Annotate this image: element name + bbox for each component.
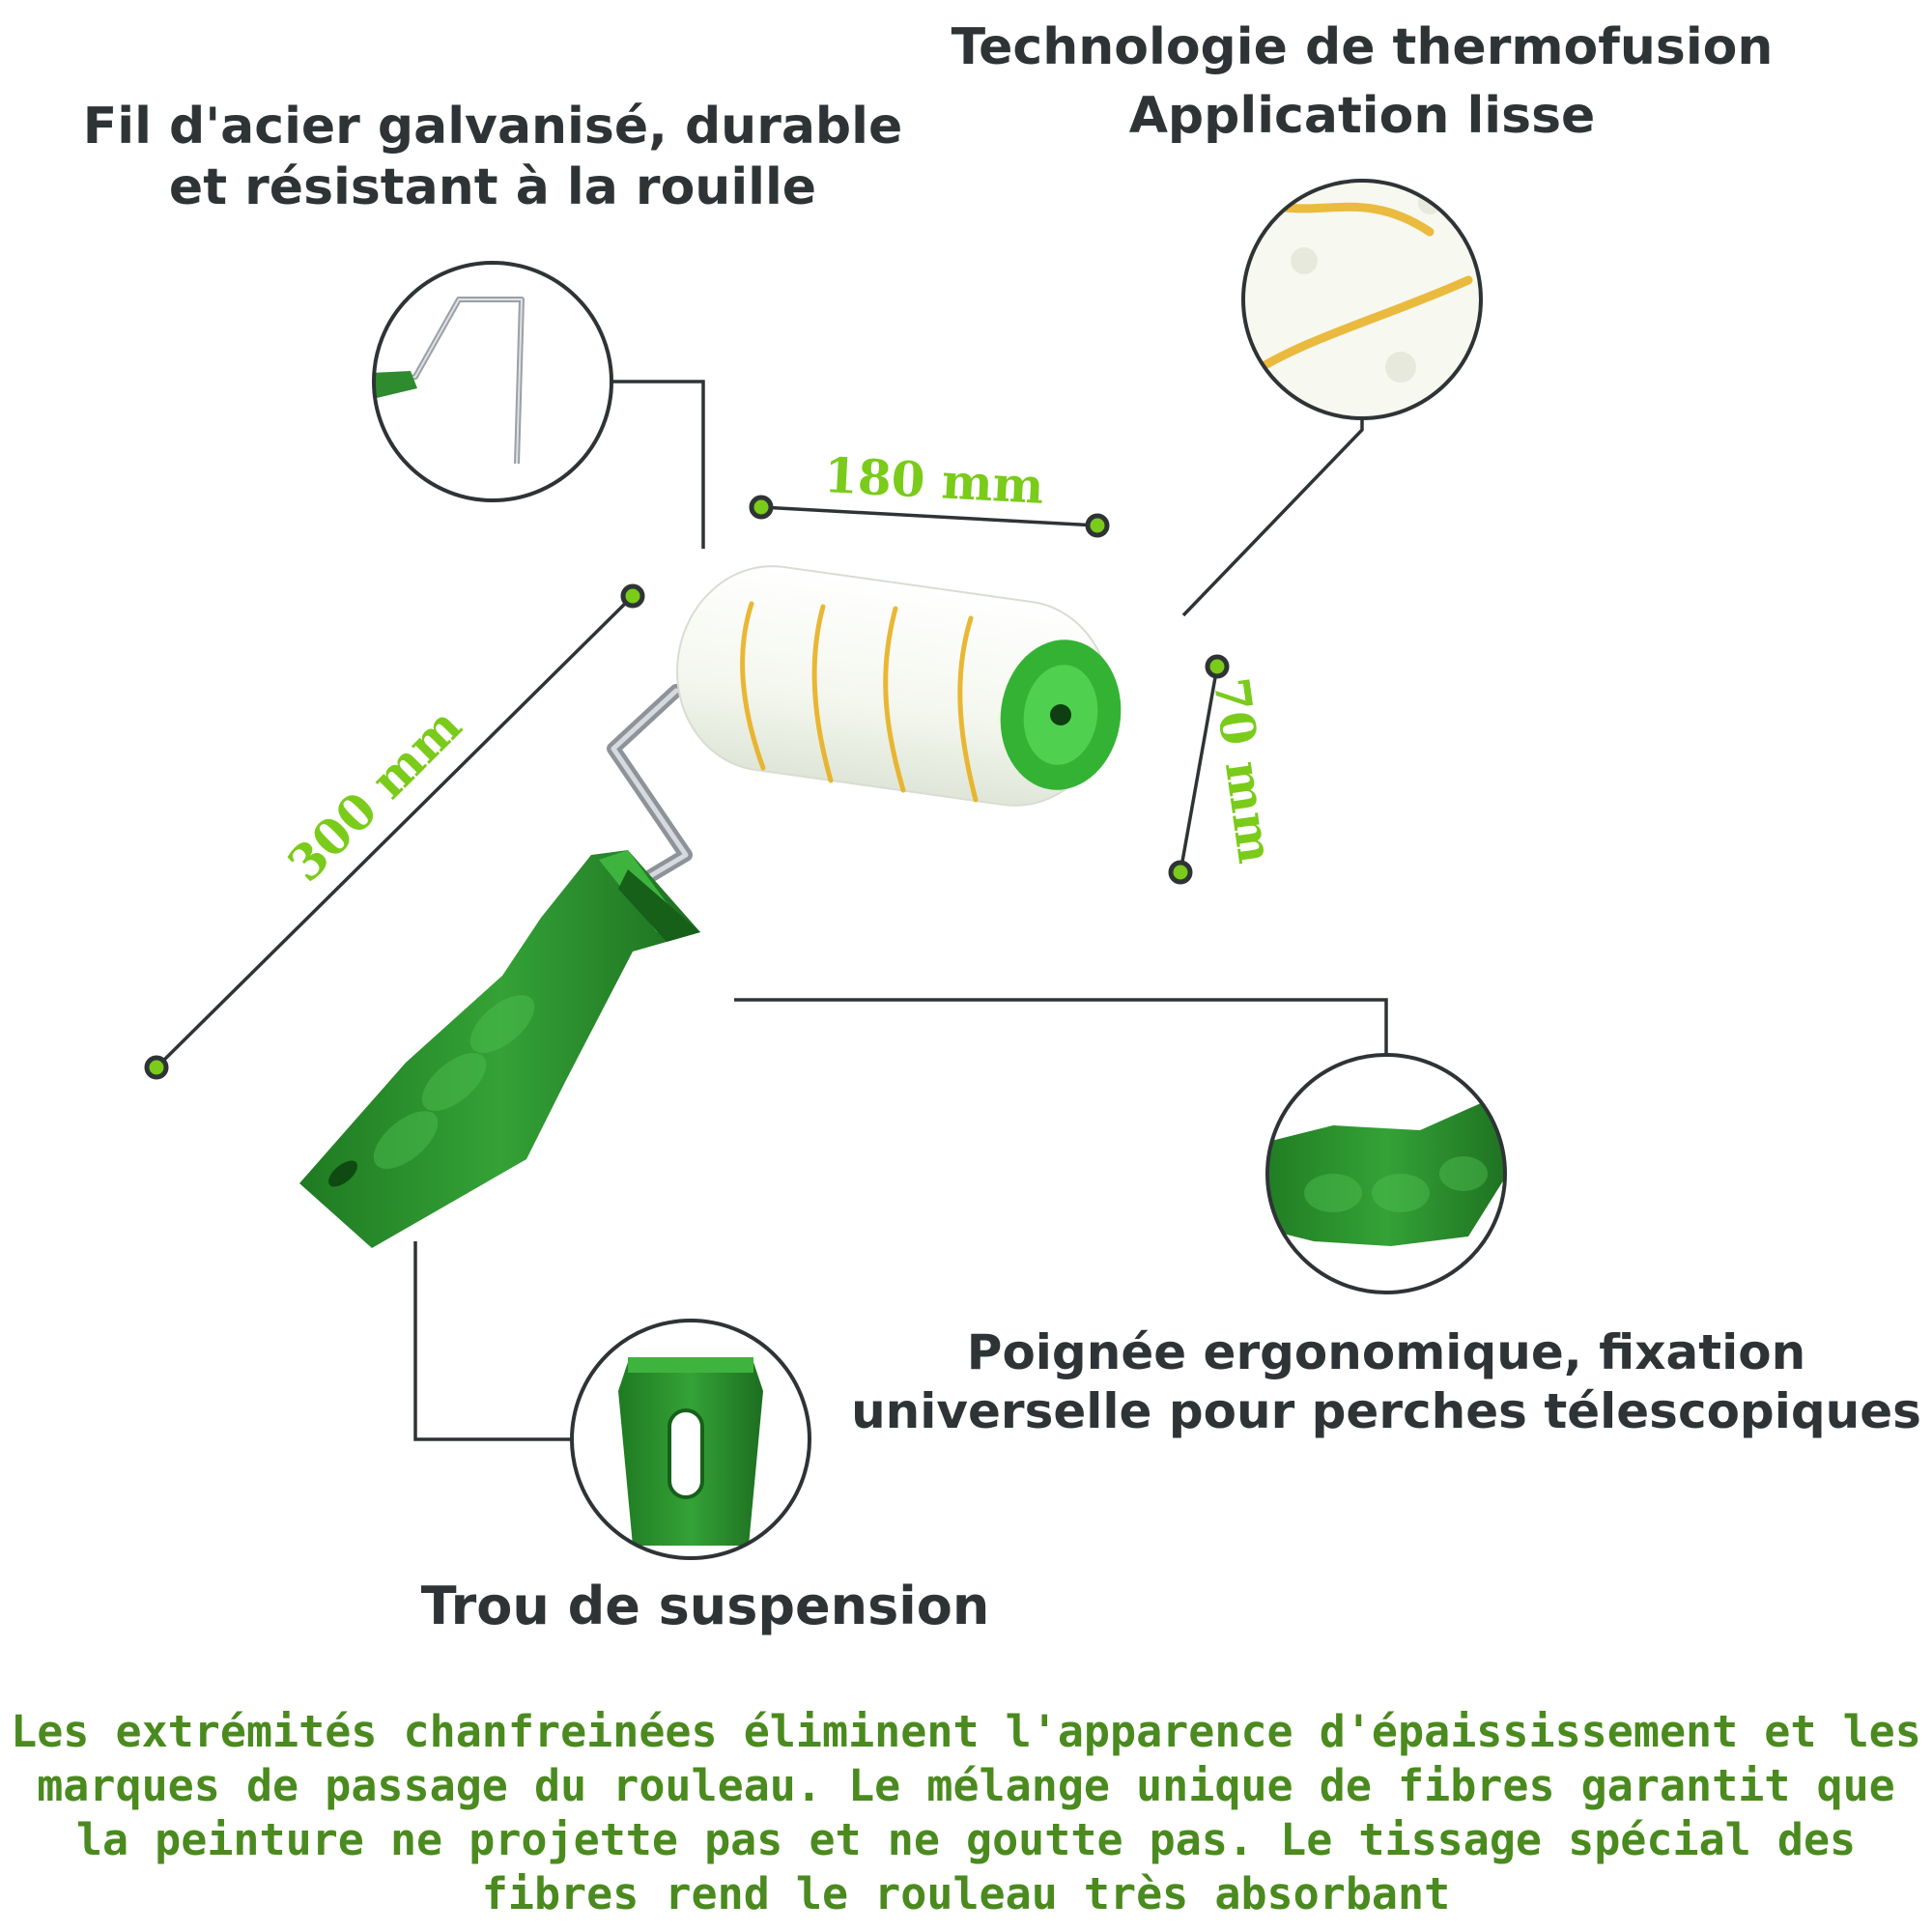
- dimension-dot: [1085, 513, 1110, 538]
- label-galvanized-line2: et résistant à la rouille: [168, 158, 817, 217]
- label-handle-line1: Poignée ergonomique, fixation: [966, 1324, 1806, 1380]
- label-thermofusion-line2: Application lisse: [1128, 87, 1596, 146]
- label-thermofusion: Technologie de thermofusion Application …: [908, 17, 1816, 148]
- detail-fiber-circle: [1241, 179, 1483, 420]
- dimension-line-width: [760, 505, 1098, 527]
- connector-lines: [413, 380, 1388, 1441]
- connector-hole: [413, 1241, 572, 1441]
- label-handle-line2: universelle pour perches télescopiques: [851, 1383, 1921, 1439]
- dimension-line-length: [155, 594, 635, 1069]
- product-description: Les extrémités chanfreinées éliminent l'…: [11, 1706, 1921, 1919]
- detail-hole-circle: [570, 1319, 811, 1560]
- dimension-line-diameter: [1179, 666, 1219, 873]
- label-ergonomic-handle: Poignée ergonomique, fixation universell…: [850, 1323, 1922, 1441]
- paint-roller-illustration: [299, 565, 1122, 1248]
- detail-grip-circle: [1265, 1053, 1507, 1294]
- connector-fiber: [1181, 418, 1364, 617]
- label-galvanized-wire: Fil d'acier galvanisé, durable et résist…: [39, 97, 947, 219]
- label-thermofusion-line1: Technologie de thermofusion: [951, 18, 1774, 76]
- label-galvanized-line1: Fil d'acier galvanisé, durable: [82, 98, 903, 156]
- detail-wire-circle: [372, 261, 613, 502]
- dimension-dot: [1168, 860, 1193, 885]
- connector-wire: [611, 380, 705, 549]
- dimension-dots: [144, 495, 1230, 1080]
- dimension-dot: [749, 495, 774, 520]
- label-hanging-hole-text: Trou de suspension: [420, 1576, 990, 1636]
- dimension-lines: [155, 505, 1219, 1069]
- dimension-diameter-label: 70 mm: [1203, 674, 1285, 867]
- dimension-width-label: 180 mm: [823, 446, 1045, 515]
- dimension-length-label: 300 mm: [276, 696, 472, 893]
- connector-grip: [734, 998, 1388, 1055]
- dimension-dot: [620, 583, 645, 609]
- dimension-dot: [144, 1055, 169, 1080]
- dimension-dot: [1205, 654, 1230, 679]
- roller-cover: [676, 565, 1122, 807]
- label-hanging-hole: Trou de suspension: [367, 1575, 1043, 1638]
- roller-handle: [299, 850, 700, 1248]
